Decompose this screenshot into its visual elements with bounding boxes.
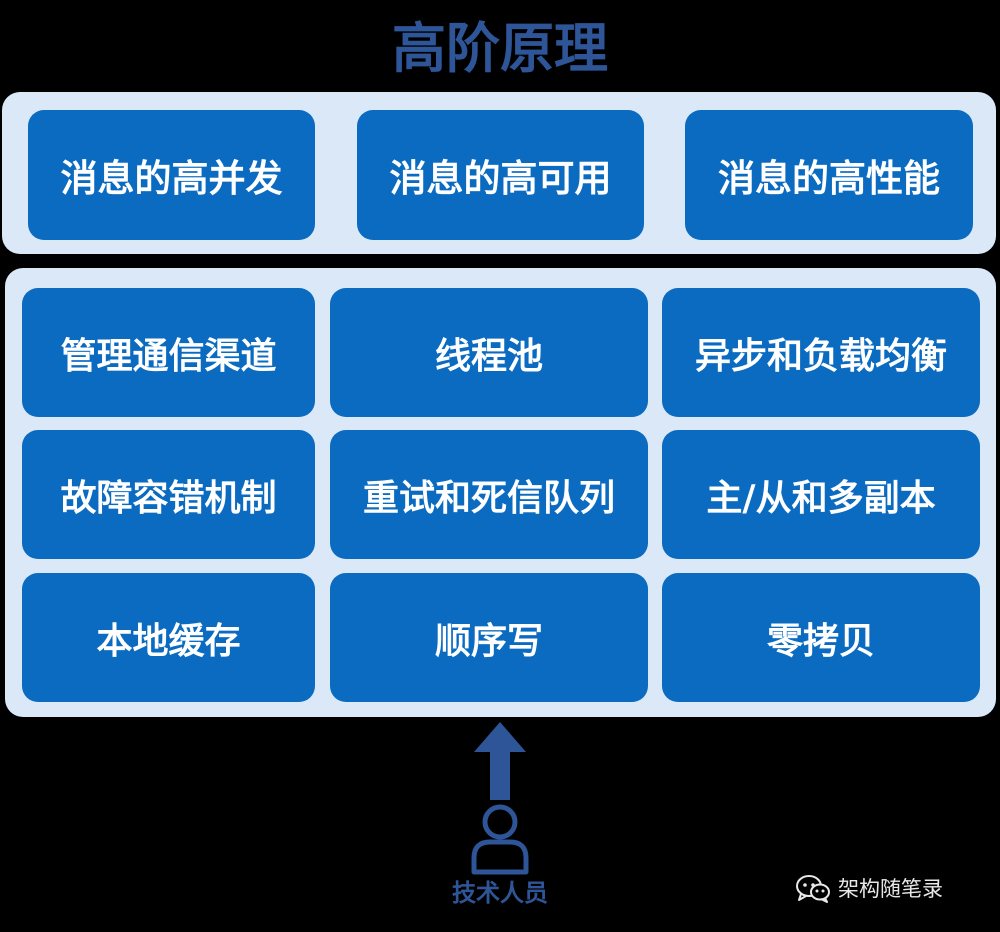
up-arrow-icon bbox=[474, 722, 526, 800]
person-icon bbox=[471, 804, 529, 875]
box-grid-1-2: 线程池 bbox=[330, 288, 648, 417]
wechat-icon bbox=[796, 875, 830, 903]
diagram-title: 高阶原理 bbox=[392, 17, 608, 80]
box-grid-2-2: 重试和死信队列 bbox=[330, 430, 648, 559]
box-grid-1-3: 异步和负载均衡 bbox=[662, 288, 980, 417]
box-high-availability: 消息的高可用 bbox=[357, 110, 644, 240]
box-grid-3-1: 本地缓存 bbox=[22, 573, 315, 702]
box-grid-1-1: 管理通信渠道 bbox=[22, 288, 315, 417]
watermark-text: 架构随笔录 bbox=[838, 877, 943, 901]
box-grid-2-1: 故障容错机制 bbox=[22, 430, 315, 559]
box-grid-3-3: 零拷贝 bbox=[662, 573, 980, 702]
box-high-performance: 消息的高性能 bbox=[685, 110, 973, 240]
watermark: 架构随笔录 bbox=[796, 872, 943, 906]
box-grid-2-3: 主/从和多副本 bbox=[662, 430, 980, 559]
box-high-concurrency: 消息的高并发 bbox=[28, 110, 315, 240]
actor-label: 技术人员 bbox=[452, 879, 548, 907]
box-grid-3-2: 顺序写 bbox=[330, 573, 648, 702]
